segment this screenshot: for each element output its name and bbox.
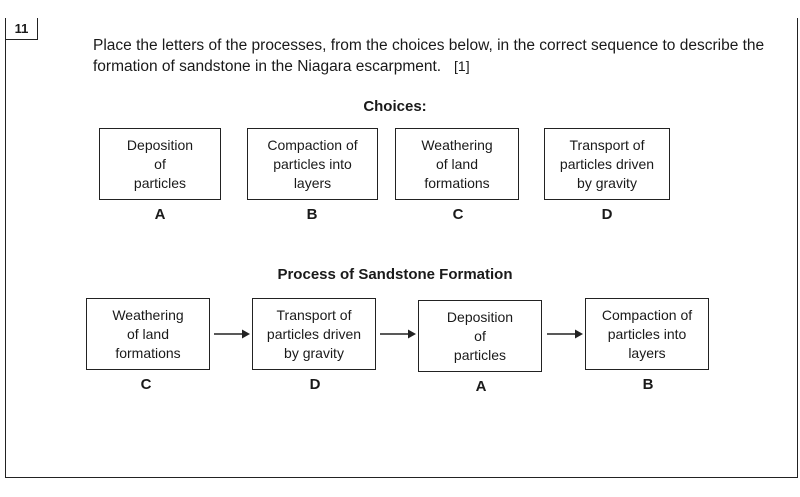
process-heading: Process of Sandstone Formation xyxy=(277,266,513,283)
choice-box-c: Weathering of land formations xyxy=(395,128,519,200)
choice-letter-b: B xyxy=(306,206,318,223)
process-step-3: Deposition of particles xyxy=(418,300,542,372)
arrow-right-icon xyxy=(380,329,416,339)
question-marks: [1] xyxy=(454,58,470,74)
process-step-4: Compaction of particles into layers xyxy=(585,298,709,370)
choice-letter-a: A xyxy=(154,206,166,223)
question-prompt: Place the letters of the processes, from… xyxy=(93,37,765,75)
choice-letter-c: C xyxy=(452,206,464,223)
choice-box-d: Transport of particles driven by gravity xyxy=(544,128,670,200)
process-step-2: Transport of particles driven by gravity xyxy=(252,298,376,370)
process-step-1: Weathering of land formations xyxy=(86,298,210,370)
choice-box-b: Compaction of particles into layers xyxy=(247,128,378,200)
choice-box-a: Deposition of particles xyxy=(99,128,221,200)
choice-letter-d: D xyxy=(601,206,613,223)
process-letter-1: C xyxy=(140,376,152,393)
question-text: Place the letters of the processes, from… xyxy=(93,36,773,77)
question-frame xyxy=(5,18,798,478)
arrow-right-icon xyxy=(214,329,250,339)
process-letter-3: A xyxy=(475,378,487,395)
process-letter-4: B xyxy=(642,376,654,393)
question-number: 11 xyxy=(5,18,38,40)
process-letter-2: D xyxy=(309,376,321,393)
choices-heading: Choices: xyxy=(363,98,427,115)
arrow-right-icon xyxy=(547,329,583,339)
